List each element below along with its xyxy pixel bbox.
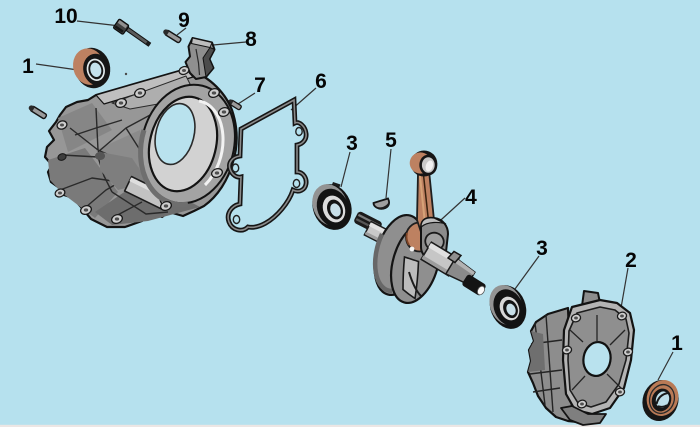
svg-text:1: 1 <box>671 332 683 355</box>
svg-text:4: 4 <box>465 186 477 209</box>
svg-text:1: 1 <box>22 55 34 78</box>
svg-text:3: 3 <box>536 237 548 260</box>
svg-text:6: 6 <box>315 70 327 93</box>
svg-text:7: 7 <box>254 74 266 97</box>
svg-text:10: 10 <box>54 5 77 28</box>
svg-text:5: 5 <box>385 129 397 152</box>
svg-text:3: 3 <box>346 132 358 155</box>
svg-text:9: 9 <box>178 9 190 32</box>
svg-text:8: 8 <box>245 28 257 51</box>
svg-text:2: 2 <box>625 249 637 272</box>
